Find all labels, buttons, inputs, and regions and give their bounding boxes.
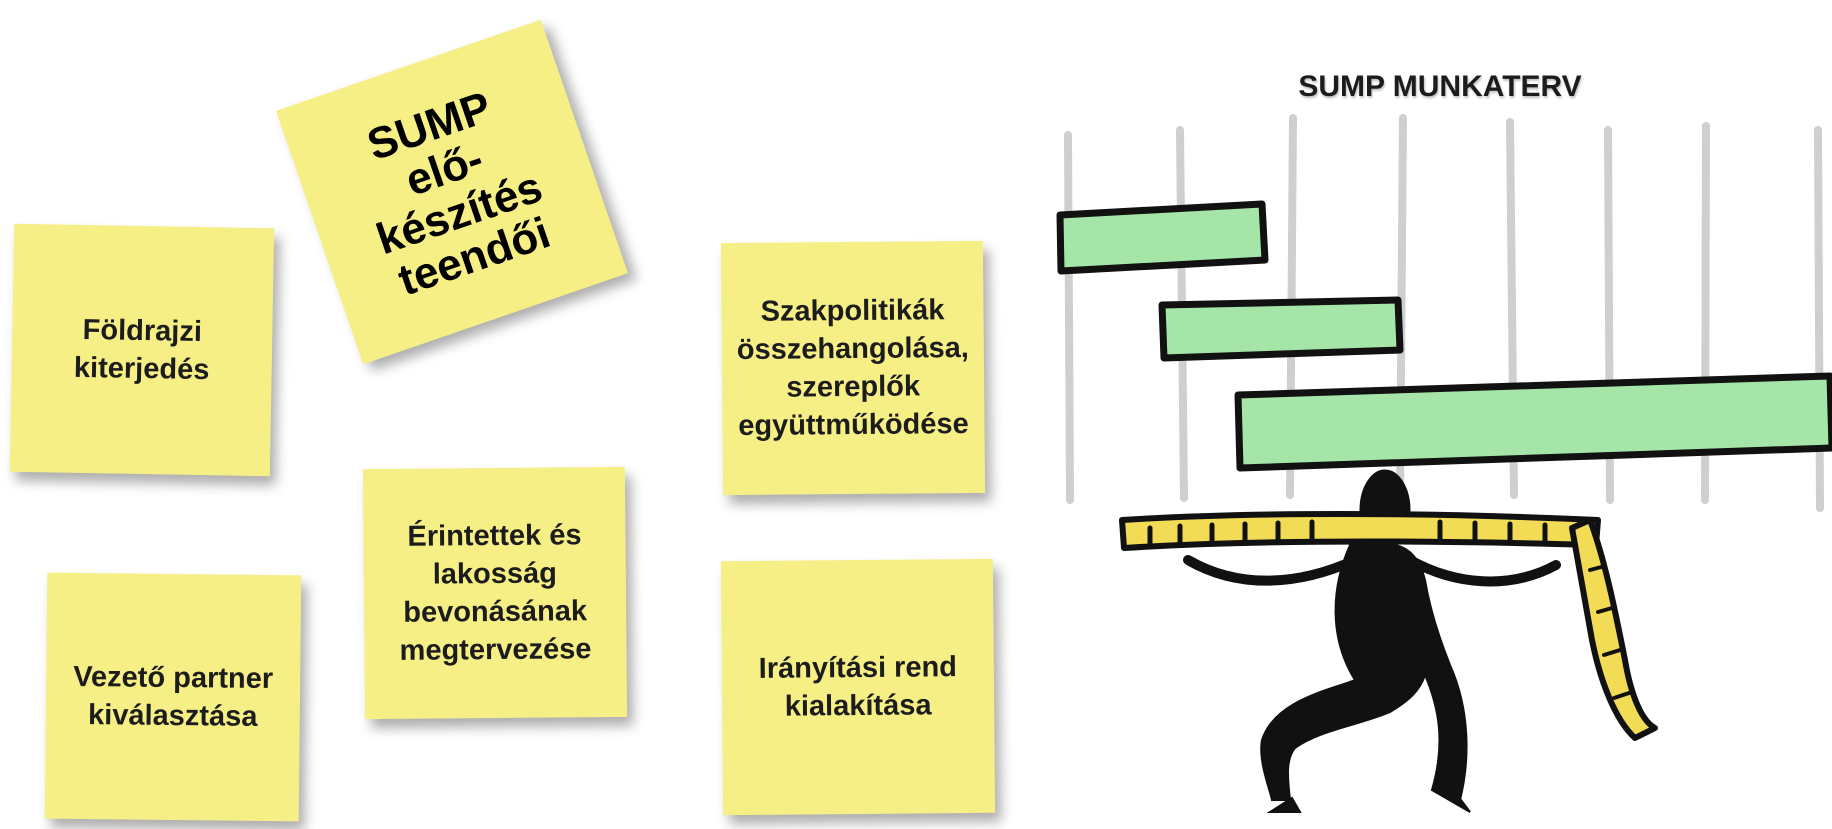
sticky-note-policy-text: Szakpolitikák összehangolása, szereplők … — [736, 294, 970, 443]
gantt-bars — [1056, 200, 1832, 472]
sticky-note-title-text: SUMP elő- készítés teendői — [361, 82, 557, 306]
sticky-note-stakeholders: Érintettek és lakosság bevonásának megte… — [362, 466, 628, 720]
sticky-note-governance: Irányítási rend kialakítása — [720, 558, 996, 816]
person-carrying-gantt-chart-icon — [1056, 114, 1832, 813]
sticky-note-title: SUMP elő- készítés teendői — [276, 19, 628, 365]
sticky-note-governance-text: Irányítási rend kialakítása — [758, 651, 958, 723]
workplan-title: SUMP MUNKATERV — [1298, 70, 1582, 103]
sticky-note-stakeholders-text: Érintettek és lakosság bevonásának megte… — [399, 519, 592, 667]
sticky-note-partner: Vezető partner kiválasztása — [44, 572, 302, 822]
measuring-tape — [1119, 511, 1658, 741]
gantt-bar-3 — [1234, 372, 1832, 472]
sticky-note-geo-text: Földrajzi kiterjedés — [73, 313, 210, 387]
sticky-note-partner-text: Vezető partner kiválasztása — [73, 660, 274, 733]
sticky-note-policy: Szakpolitikák összehangolása, szereplők … — [720, 240, 986, 496]
person-silhouette — [1183, 469, 1561, 813]
gantt-bar-1 — [1056, 200, 1269, 275]
gantt-bar-2 — [1158, 296, 1404, 362]
sticky-note-geo: Földrajzi kiterjedés — [9, 223, 275, 477]
